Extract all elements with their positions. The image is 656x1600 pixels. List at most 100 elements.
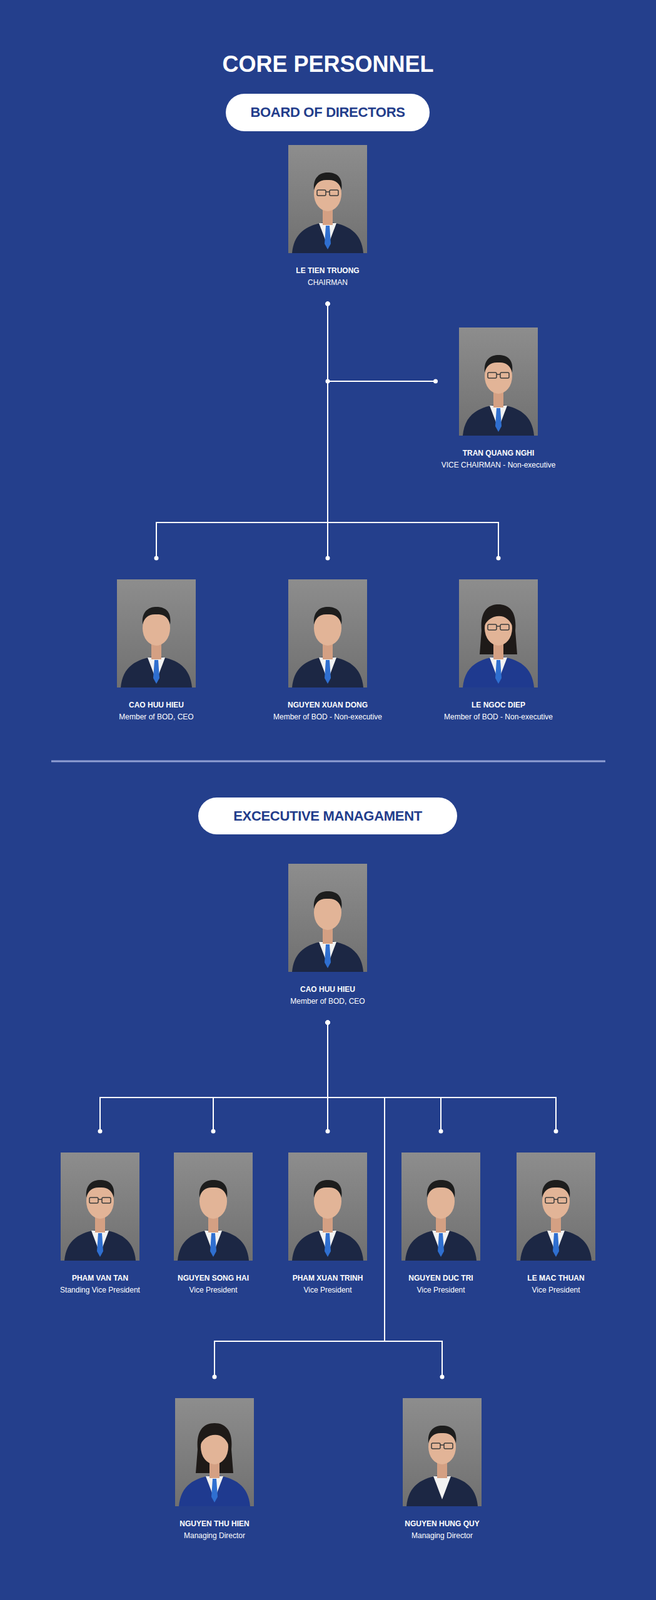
section-divider [51, 761, 606, 763]
connector-dot [325, 1021, 331, 1026]
person-title: Member of BOD, CEO [114, 712, 199, 723]
person-card: NGUYEN HUNG QUYManaging Director [395, 1377, 490, 1558]
photo-ground [516, 1153, 596, 1262]
tie [153, 660, 160, 685]
person-name: LE MAC THUAN [515, 1273, 596, 1284]
tie [324, 660, 331, 685]
photo-ground [401, 1153, 481, 1262]
connector-dot [212, 1375, 217, 1381]
connector-dot [325, 1021, 331, 1026]
fringe [200, 1427, 229, 1447]
suit [462, 656, 535, 688]
photo-ground [116, 579, 196, 688]
person-name: NGUYEN HUNG QUY [400, 1519, 485, 1530]
portrait-photo [116, 579, 196, 688]
person-title: Member of BOD - Non-executive [443, 712, 555, 723]
person-title: Vice President [173, 1285, 254, 1296]
tie [437, 1233, 445, 1258]
connector-dot [325, 302, 331, 307]
tie [324, 225, 331, 250]
suit [292, 1230, 364, 1262]
hair [484, 355, 513, 373]
hair [86, 1180, 115, 1199]
connector-dot [154, 556, 159, 561]
connector-dot [325, 302, 331, 307]
person-card: CAO HUU HIEUMember of BOD, CEO [109, 558, 204, 739]
section-pill: BOARD OF DIRECTORS [225, 93, 430, 132]
tie [552, 1233, 560, 1258]
portrait-photo [288, 1153, 368, 1262]
suit [462, 404, 535, 436]
person-card: PHAM XUAN TRINHVice President [282, 1131, 373, 1312]
hair [542, 1180, 571, 1199]
org-connector [100, 1023, 328, 1132]
person-title: Standing Vice President [59, 1285, 141, 1296]
hair [199, 1180, 228, 1199]
photo-ground [288, 864, 368, 973]
connector-dot [325, 1021, 331, 1026]
org-connector [327, 1023, 556, 1132]
section-pill: EXCECUTIVE MANAGAMENT [198, 797, 458, 835]
person-card: NGUYEN XUAN DONGMember of BOD - Non-exec… [267, 558, 389, 739]
person-name: NGUYEN SONG HAI [173, 1273, 254, 1284]
hair [142, 607, 171, 625]
portrait-photo [175, 1398, 254, 1508]
person-title: Vice President [515, 1285, 596, 1296]
tie [495, 660, 502, 685]
portrait-photo [288, 579, 368, 688]
portrait-photo [401, 1153, 481, 1262]
person-card: PHAM VAN TANStanding Vice President [54, 1131, 146, 1312]
org-connector [156, 303, 328, 559]
suit [406, 1475, 478, 1508]
portrait-photo [288, 864, 368, 973]
hair [428, 1426, 457, 1444]
section-heading: EXCECUTIVE MANAGAMENT [233, 808, 423, 825]
suit [520, 1230, 592, 1262]
person-title: Member of BOD, CEO [285, 996, 370, 1007]
portrait-photo [459, 579, 538, 688]
connector-dot [325, 302, 331, 307]
portrait-photo [459, 327, 538, 436]
tie [96, 1233, 104, 1258]
portrait-photo [402, 1398, 482, 1508]
portrait-photo [60, 1153, 140, 1262]
portrait-photo [516, 1153, 596, 1262]
page-title: CORE PERSONNEL [0, 50, 656, 79]
suit [292, 941, 364, 973]
photo-ground [288, 579, 368, 688]
connector-dot [325, 1021, 331, 1026]
person-title: CHAIRMAN [285, 277, 370, 288]
person-name: PHAM VAN TAN [59, 1273, 141, 1284]
suit [177, 1230, 249, 1262]
connector-dot [554, 1130, 559, 1135]
person-name: NGUYEN XUAN DONG [272, 700, 384, 711]
portrait-photo [288, 145, 368, 254]
person-card: TRAN QUANG NGHIVICE CHAIRMAN - Non-execu… [435, 327, 562, 487]
person-title: Member of BOD - Non-executive [272, 712, 384, 723]
hair [313, 607, 343, 625]
hair [427, 1180, 456, 1199]
person-card: LE MAC THUANVice President [510, 1131, 601, 1312]
org-connector [327, 303, 436, 382]
person-name: LE NGOC DIEP [443, 700, 555, 711]
person-title: Managing Director [400, 1531, 485, 1542]
person-card: CAO HUU HIEUMember of BOD, CEO [280, 864, 375, 1024]
connector-dot [440, 1375, 445, 1381]
glasses [487, 372, 510, 379]
glasses [487, 624, 510, 631]
hair [313, 1180, 343, 1199]
photo-ground [173, 1153, 253, 1262]
suit [292, 656, 364, 688]
connector-dot [211, 1130, 216, 1135]
suit [292, 222, 364, 254]
tie [324, 1233, 331, 1258]
person-card: NGUYEN THU HIENManaging Director [167, 1377, 262, 1558]
tie [324, 944, 331, 969]
person-name: LE TIEN TRUONG [285, 265, 370, 276]
person-title: Vice President [400, 1285, 481, 1296]
person-name: PHAM XUAN TRINH [287, 1273, 368, 1284]
glasses [317, 190, 339, 196]
suit [405, 1230, 477, 1262]
glasses [89, 1198, 111, 1204]
